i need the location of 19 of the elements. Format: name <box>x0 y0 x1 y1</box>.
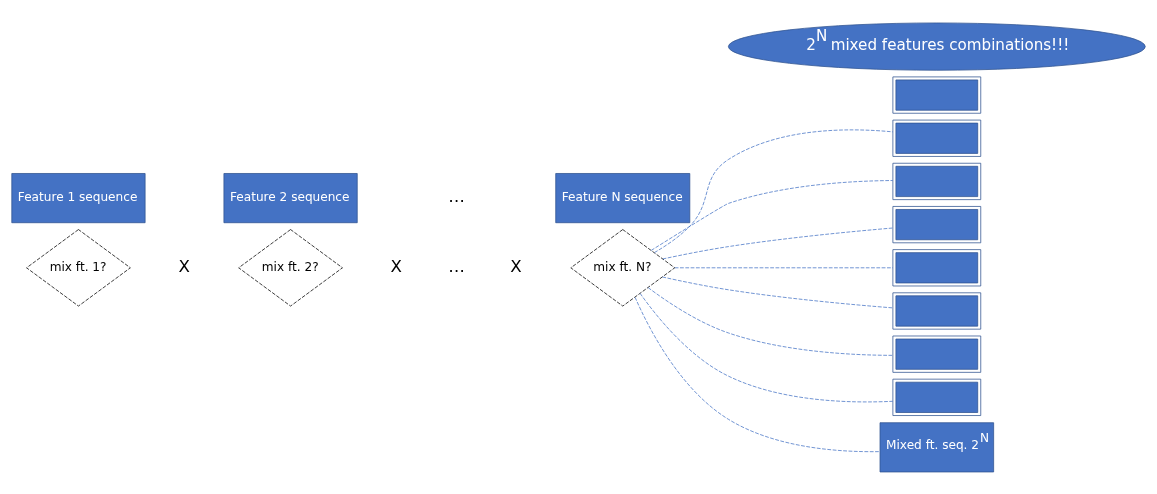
label: X <box>510 256 522 276</box>
connector <box>674 266 894 268</box>
connector <box>662 276 894 308</box>
label: X <box>178 256 190 276</box>
label: X <box>390 256 402 276</box>
connector <box>662 227 894 259</box>
node-diamond: mix ft. N? <box>570 228 676 306</box>
connector <box>639 292 894 402</box>
node-diamond: mix ft. 2? <box>238 228 343 306</box>
connector <box>647 286 894 356</box>
node-box: Feature 1 sequence <box>11 172 146 223</box>
node-box: Feature 2 sequence <box>223 172 358 223</box>
node-diamond: mix ft. 1? <box>26 228 131 306</box>
connector <box>654 129 894 253</box>
connector <box>650 179 894 251</box>
label: … <box>448 186 465 206</box>
node-box: Feature N sequence <box>555 172 691 223</box>
connector <box>634 296 881 452</box>
label: … <box>448 256 465 276</box>
